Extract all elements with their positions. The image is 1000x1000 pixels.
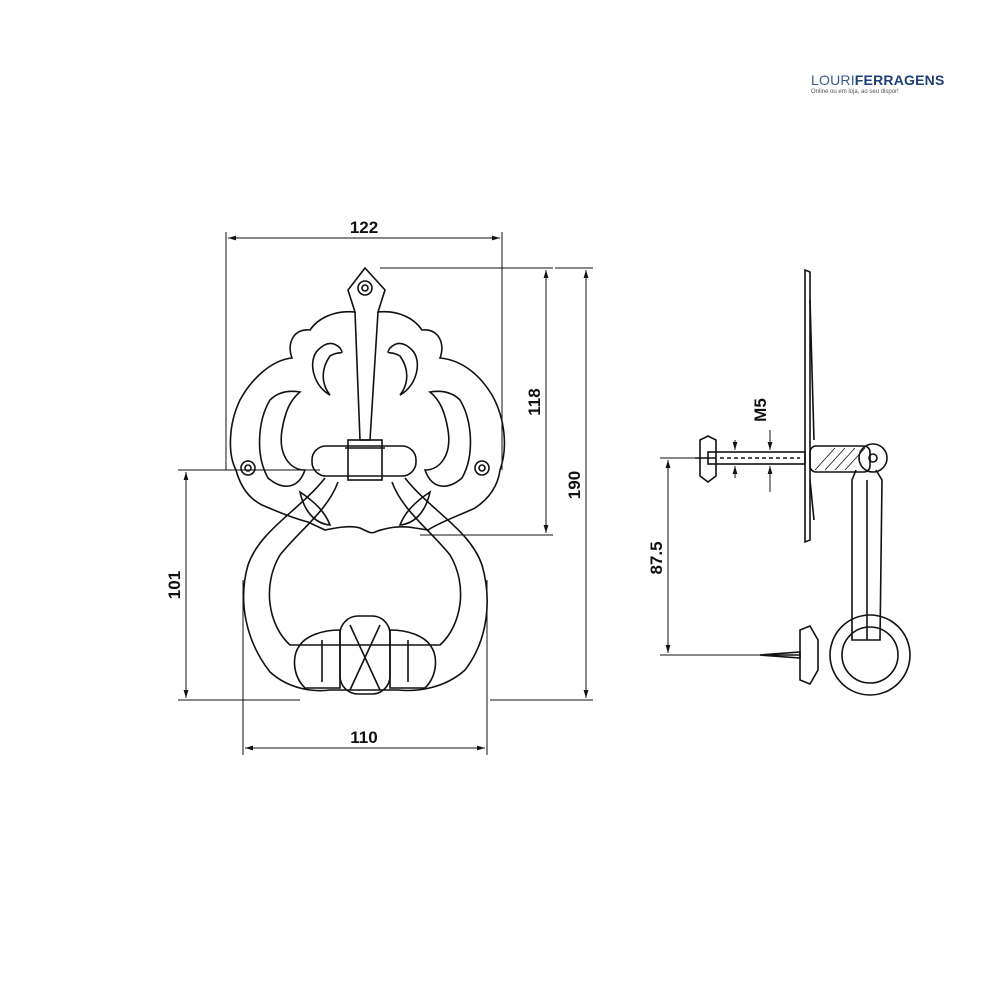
striker-left-collar bbox=[293, 629, 341, 689]
side-backplate bbox=[804, 268, 811, 544]
dim-total-height: 190 bbox=[565, 471, 584, 499]
hinge-block bbox=[311, 445, 417, 477]
knocker-ring-outer bbox=[242, 477, 488, 692]
striker-center bbox=[339, 615, 391, 695]
knocker-ring-inner bbox=[268, 481, 462, 646]
dim-width-top: 122 bbox=[350, 218, 378, 237]
screw-hole-top bbox=[357, 280, 373, 296]
logo-wordmark: LOURIFERRAGENS bbox=[811, 72, 951, 88]
front-dimension-lines bbox=[178, 232, 593, 755]
knocker-arm bbox=[851, 469, 883, 641]
left-crescent bbox=[311, 342, 343, 396]
left-scroll bbox=[258, 390, 307, 487]
center-stem bbox=[354, 311, 379, 441]
screw-hole-left bbox=[240, 460, 256, 476]
hinge-pivot bbox=[858, 443, 888, 473]
bolt-head bbox=[699, 435, 717, 483]
door-stud bbox=[799, 624, 819, 686]
dim-thread: M5 bbox=[751, 398, 770, 422]
striker-right-collar bbox=[389, 629, 437, 689]
side-view bbox=[695, 268, 911, 696]
lower-left-leaf bbox=[298, 490, 332, 526]
right-crescent bbox=[387, 342, 419, 396]
brand-logo: LOURIFERRAGENS Online ou em loja, ao seu… bbox=[811, 72, 951, 95]
dim-projection: 87.5 bbox=[647, 541, 666, 574]
side-dimension-lines bbox=[660, 430, 773, 656]
hatch-lines bbox=[814, 447, 866, 471]
striker-disc-outer bbox=[829, 614, 911, 696]
screw-hole-right bbox=[474, 460, 490, 476]
striker-disc-inner bbox=[841, 626, 899, 684]
logo-word-louri: LOURI bbox=[811, 72, 855, 88]
lower-right-leaf bbox=[398, 490, 432, 526]
backplate-outline bbox=[229, 266, 506, 534]
dim-ring-width: 110 bbox=[350, 728, 377, 747]
dim-plate-height: 118 bbox=[525, 388, 544, 415]
right-scroll bbox=[423, 390, 472, 487]
hinge-square bbox=[347, 439, 383, 481]
logo-tagline: Online ou em loja, ao seu dispor! bbox=[811, 89, 899, 95]
logo-word-ferragens: FERRAGENS bbox=[854, 72, 945, 88]
hinge-housing bbox=[809, 445, 871, 473]
dim-ring-height: 101 bbox=[165, 571, 184, 599]
front-view bbox=[229, 266, 506, 695]
